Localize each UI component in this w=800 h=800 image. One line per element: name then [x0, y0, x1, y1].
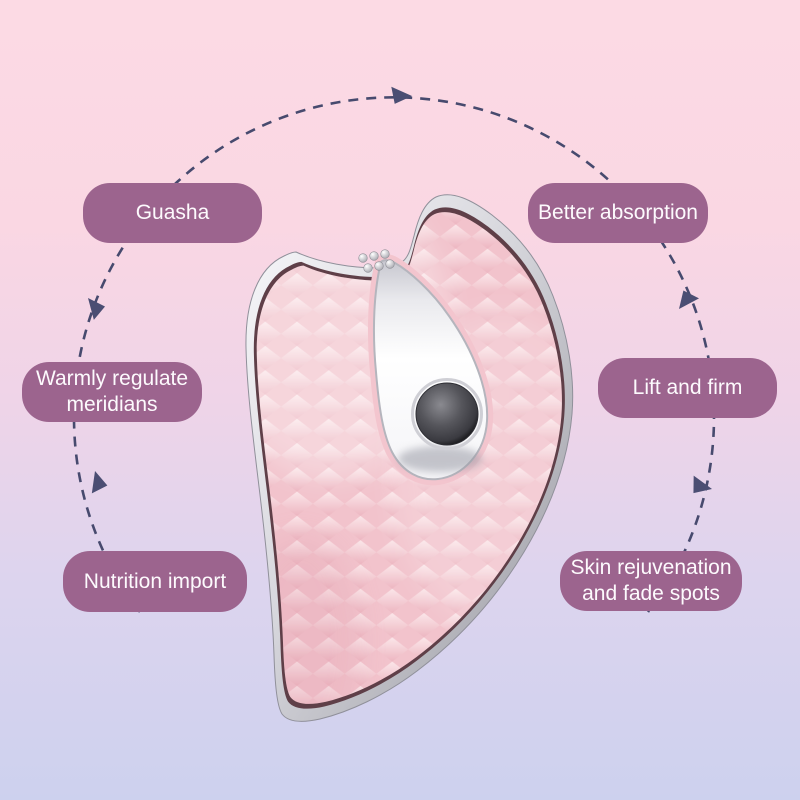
- feature-pill-warmly-regulate-meridians: Warmly regulate meridians: [22, 362, 202, 422]
- button-bezel: [411, 378, 483, 450]
- feature-pill-better-absorption: Better absorption: [528, 183, 708, 243]
- button-shadow: [398, 446, 482, 472]
- flow-arrow-top-icon: [391, 86, 412, 104]
- flow-arrow-left-upper-icon: [88, 298, 106, 320]
- feature-label: Lift and firm: [632, 376, 743, 399]
- feature-label: Better absorption: [538, 201, 698, 224]
- feature-label: Nutrition import: [83, 569, 227, 593]
- guasha-device-image: [245, 194, 574, 722]
- led-dots-icon: [358, 249, 395, 273]
- feature-pill-guasha: Guasha: [83, 183, 262, 243]
- flow-arrow-right-lower-icon: [693, 475, 712, 494]
- flow-arrow-left-lower-icon: [91, 471, 108, 494]
- feature-label: Skin rejuvenation and fade spots: [570, 556, 732, 605]
- feature-pill-nutrition-import: Nutrition import: [63, 551, 247, 612]
- feature-label: Warmly regulate meridians: [35, 367, 189, 416]
- power-button-icon: [415, 382, 479, 446]
- feature-pill-skin-rejuvenation: Skin rejuvenation and fade spots: [560, 551, 742, 611]
- flow-arrow-right-upper-icon: [679, 290, 700, 309]
- feature-pill-lift-and-firm: Lift and firm: [598, 358, 777, 418]
- feature-label: Guasha: [135, 201, 210, 224]
